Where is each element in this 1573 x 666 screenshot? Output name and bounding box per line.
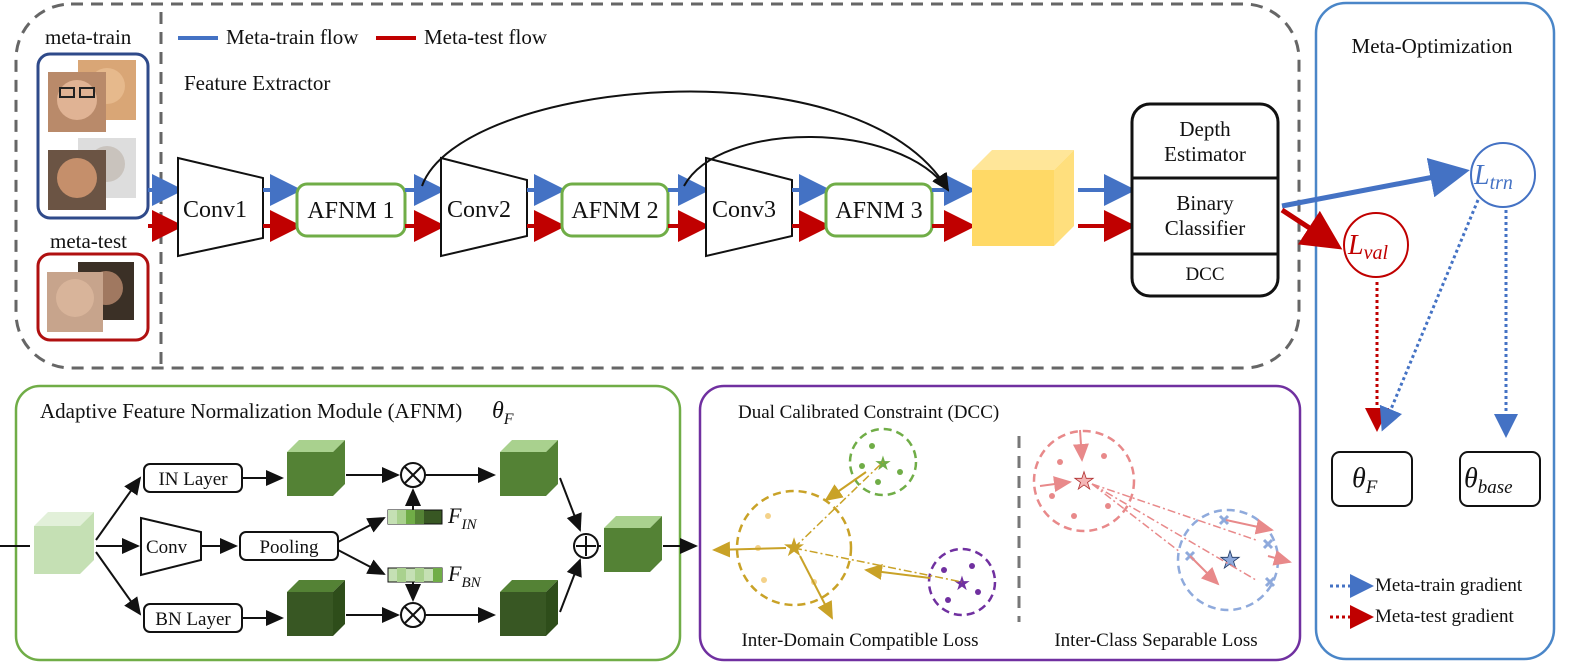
theta-f-subscript: F xyxy=(1365,477,1378,498)
live-class-cluster xyxy=(1032,429,1136,533)
star-icon: ★ xyxy=(874,453,892,475)
feature-cube xyxy=(972,150,1074,246)
pooling-block xyxy=(239,531,339,561)
meta-optimization-title: Meta-Optimization xyxy=(1352,34,1513,58)
legend-meta-test-gradient: Meta-test gradient xyxy=(1375,606,1514,627)
in-layer-label: IN Layer xyxy=(158,469,228,490)
in-feature-cube xyxy=(287,440,345,496)
meta-train-box xyxy=(36,52,150,220)
afnm-panel xyxy=(14,384,682,662)
binary-classifier-label: Binary xyxy=(1176,191,1234,215)
multiply-icon xyxy=(400,602,426,628)
normalized-in-cube xyxy=(500,440,558,496)
depth-estimator-label: Depth xyxy=(1179,117,1231,141)
add-icon xyxy=(573,533,599,559)
theta-base-box xyxy=(1459,451,1541,507)
f-in-weight-vector xyxy=(387,509,443,525)
dcc-panel xyxy=(698,384,1302,662)
svg-text:Lval: Lval xyxy=(1347,230,1388,264)
f-in-symbol: F xyxy=(447,503,462,528)
svg-text:θF: θF xyxy=(1352,463,1378,498)
meta-test-label: meta-test xyxy=(50,229,127,253)
feature-extractor-title: Feature Extractor xyxy=(184,71,330,95)
pooling-label: Pooling xyxy=(259,537,319,558)
afnm-conv-label: Conv xyxy=(146,537,188,558)
meta-test-box xyxy=(36,252,150,342)
feature-extractor-region xyxy=(14,2,1301,370)
theta-f-symbol: θ xyxy=(1352,463,1366,494)
conv2-block xyxy=(440,156,528,258)
afnm1-block xyxy=(295,182,407,238)
svg-text:Ltrn: Ltrn xyxy=(1473,160,1513,194)
legend-meta-test-flow: Meta-test flow xyxy=(424,25,548,49)
afnm-theta-symbol: θ xyxy=(492,398,504,424)
theta-f-box xyxy=(1331,451,1413,507)
afnm3-block xyxy=(824,182,934,238)
svg-text:FIN: FIN xyxy=(447,503,477,533)
legend-meta-train-flow: Meta-train flow xyxy=(226,25,359,49)
inter-domain-loss-label: Inter-Domain Compatible Loss xyxy=(741,630,978,651)
l-trn-subscript: trn xyxy=(1490,172,1513,194)
depth-estimator-label-2: Estimator xyxy=(1164,142,1246,166)
l-val-subscript: val xyxy=(1364,242,1389,264)
svg-text:θbase: θbase xyxy=(1464,463,1513,498)
green-domain-cluster xyxy=(848,427,918,497)
svg-text:FBN: FBN xyxy=(447,561,482,591)
inter-class-loss-label: Inter-Class Separable Loss xyxy=(1054,630,1257,651)
face-image xyxy=(47,262,134,332)
f-bn-weight-vector xyxy=(387,567,443,583)
meta-train-label: meta-train xyxy=(45,25,132,49)
input-feature-cube xyxy=(34,512,94,574)
conv1-label: Conv1 xyxy=(183,197,247,223)
f-in-subscript: IN xyxy=(460,517,477,533)
f-bn-symbol: F xyxy=(447,561,462,586)
multiply-icon xyxy=(400,462,426,488)
gold-domain-cluster xyxy=(735,489,853,607)
star-icon: ★ xyxy=(1073,469,1095,495)
l-val-symbol: L xyxy=(1347,230,1364,261)
face-image xyxy=(48,60,136,210)
meta-optimization-panel xyxy=(1314,1,1556,661)
star-icon: ★ xyxy=(953,573,971,595)
dcc-panel-title: Dual Calibrated Constraint (DCC) xyxy=(738,402,999,423)
theta-base-subscript: base xyxy=(1478,477,1513,498)
l-trn-node xyxy=(1470,142,1536,208)
afnm-conv-block xyxy=(140,516,202,577)
normalized-bn-cube xyxy=(500,580,558,636)
afnm2-block xyxy=(560,182,670,238)
binary-classifier-label-2: Classifier xyxy=(1165,216,1245,240)
theta-base-symbol: θ xyxy=(1464,463,1478,494)
dcc-head-label: DCC xyxy=(1185,264,1224,285)
bn-layer-label: BN Layer xyxy=(155,609,231,630)
purple-domain-cluster xyxy=(927,547,997,617)
bn-feature-cube xyxy=(287,580,345,636)
conv1-block xyxy=(177,156,264,258)
afnm-theta-subscript: F xyxy=(503,411,514,428)
l-trn-symbol: L xyxy=(1473,160,1490,191)
afnm2-label: AFNM 2 xyxy=(571,198,658,224)
afnm-panel-title: Adaptive Feature Normalization Module (A… xyxy=(40,399,462,423)
heads-box xyxy=(1130,102,1280,298)
legend-meta-train-gradient: Meta-train gradient xyxy=(1375,575,1523,596)
afnm1-label: AFNM 1 xyxy=(307,198,394,224)
conv2-label: Conv2 xyxy=(447,197,511,223)
output-feature-cube xyxy=(604,516,662,572)
afnm3-label: AFNM 3 xyxy=(835,198,922,224)
f-bn-subscript: BN xyxy=(461,575,481,591)
conv3-label: Conv3 xyxy=(712,197,776,223)
l-val-node xyxy=(1343,212,1409,278)
conv3-block xyxy=(705,156,793,258)
svg-text:θF: θF xyxy=(492,398,514,428)
